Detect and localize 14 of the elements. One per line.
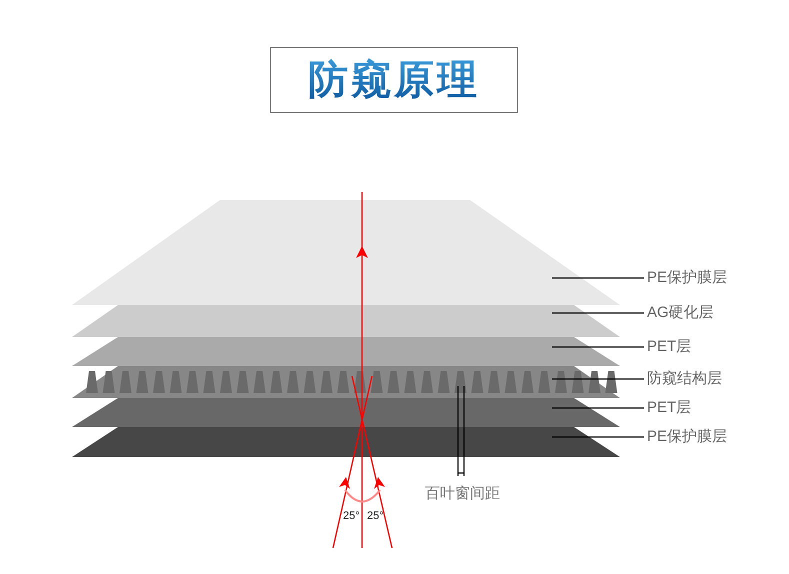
angle-label: 25° [343, 510, 360, 522]
leader-line [552, 346, 644, 348]
leader-line [552, 436, 644, 438]
leader-line [552, 407, 644, 409]
layer-label: PET层 [643, 338, 692, 356]
leader-line [552, 312, 644, 314]
layer-label: PET层 [643, 399, 692, 417]
leader-line [552, 277, 644, 279]
layer-label: PE保护膜层 [643, 428, 728, 446]
spacing-label: 百叶窗间距 [425, 486, 500, 502]
angle-label: 25° [367, 510, 384, 522]
layer-label: PE保护膜层 [643, 269, 728, 287]
layer-label: AG硬化层 [643, 304, 714, 322]
layer-label: 防窥结构层 [643, 370, 722, 388]
